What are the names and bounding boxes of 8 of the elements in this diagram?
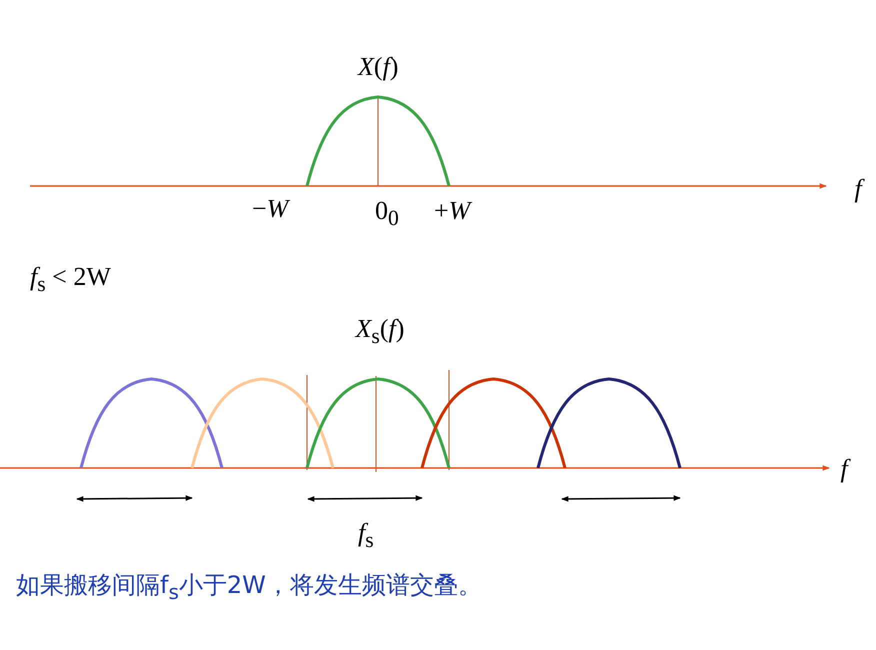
tick-label: +W bbox=[434, 198, 470, 224]
function-label: X(f) bbox=[358, 54, 398, 80]
function-label: X$_{s}$(f) bbox=[356, 316, 404, 348]
condition-label: f$_{s}$ < 2W bbox=[30, 264, 111, 296]
tick-label: 0$_{0}$ bbox=[375, 198, 399, 230]
interval-label: f$_{s}$ bbox=[358, 520, 374, 552]
caption: 如果搬移间隔f$_{s}$小于2W，将发生频谱交叠。 bbox=[16, 571, 482, 604]
tick-label: −W bbox=[252, 196, 288, 222]
